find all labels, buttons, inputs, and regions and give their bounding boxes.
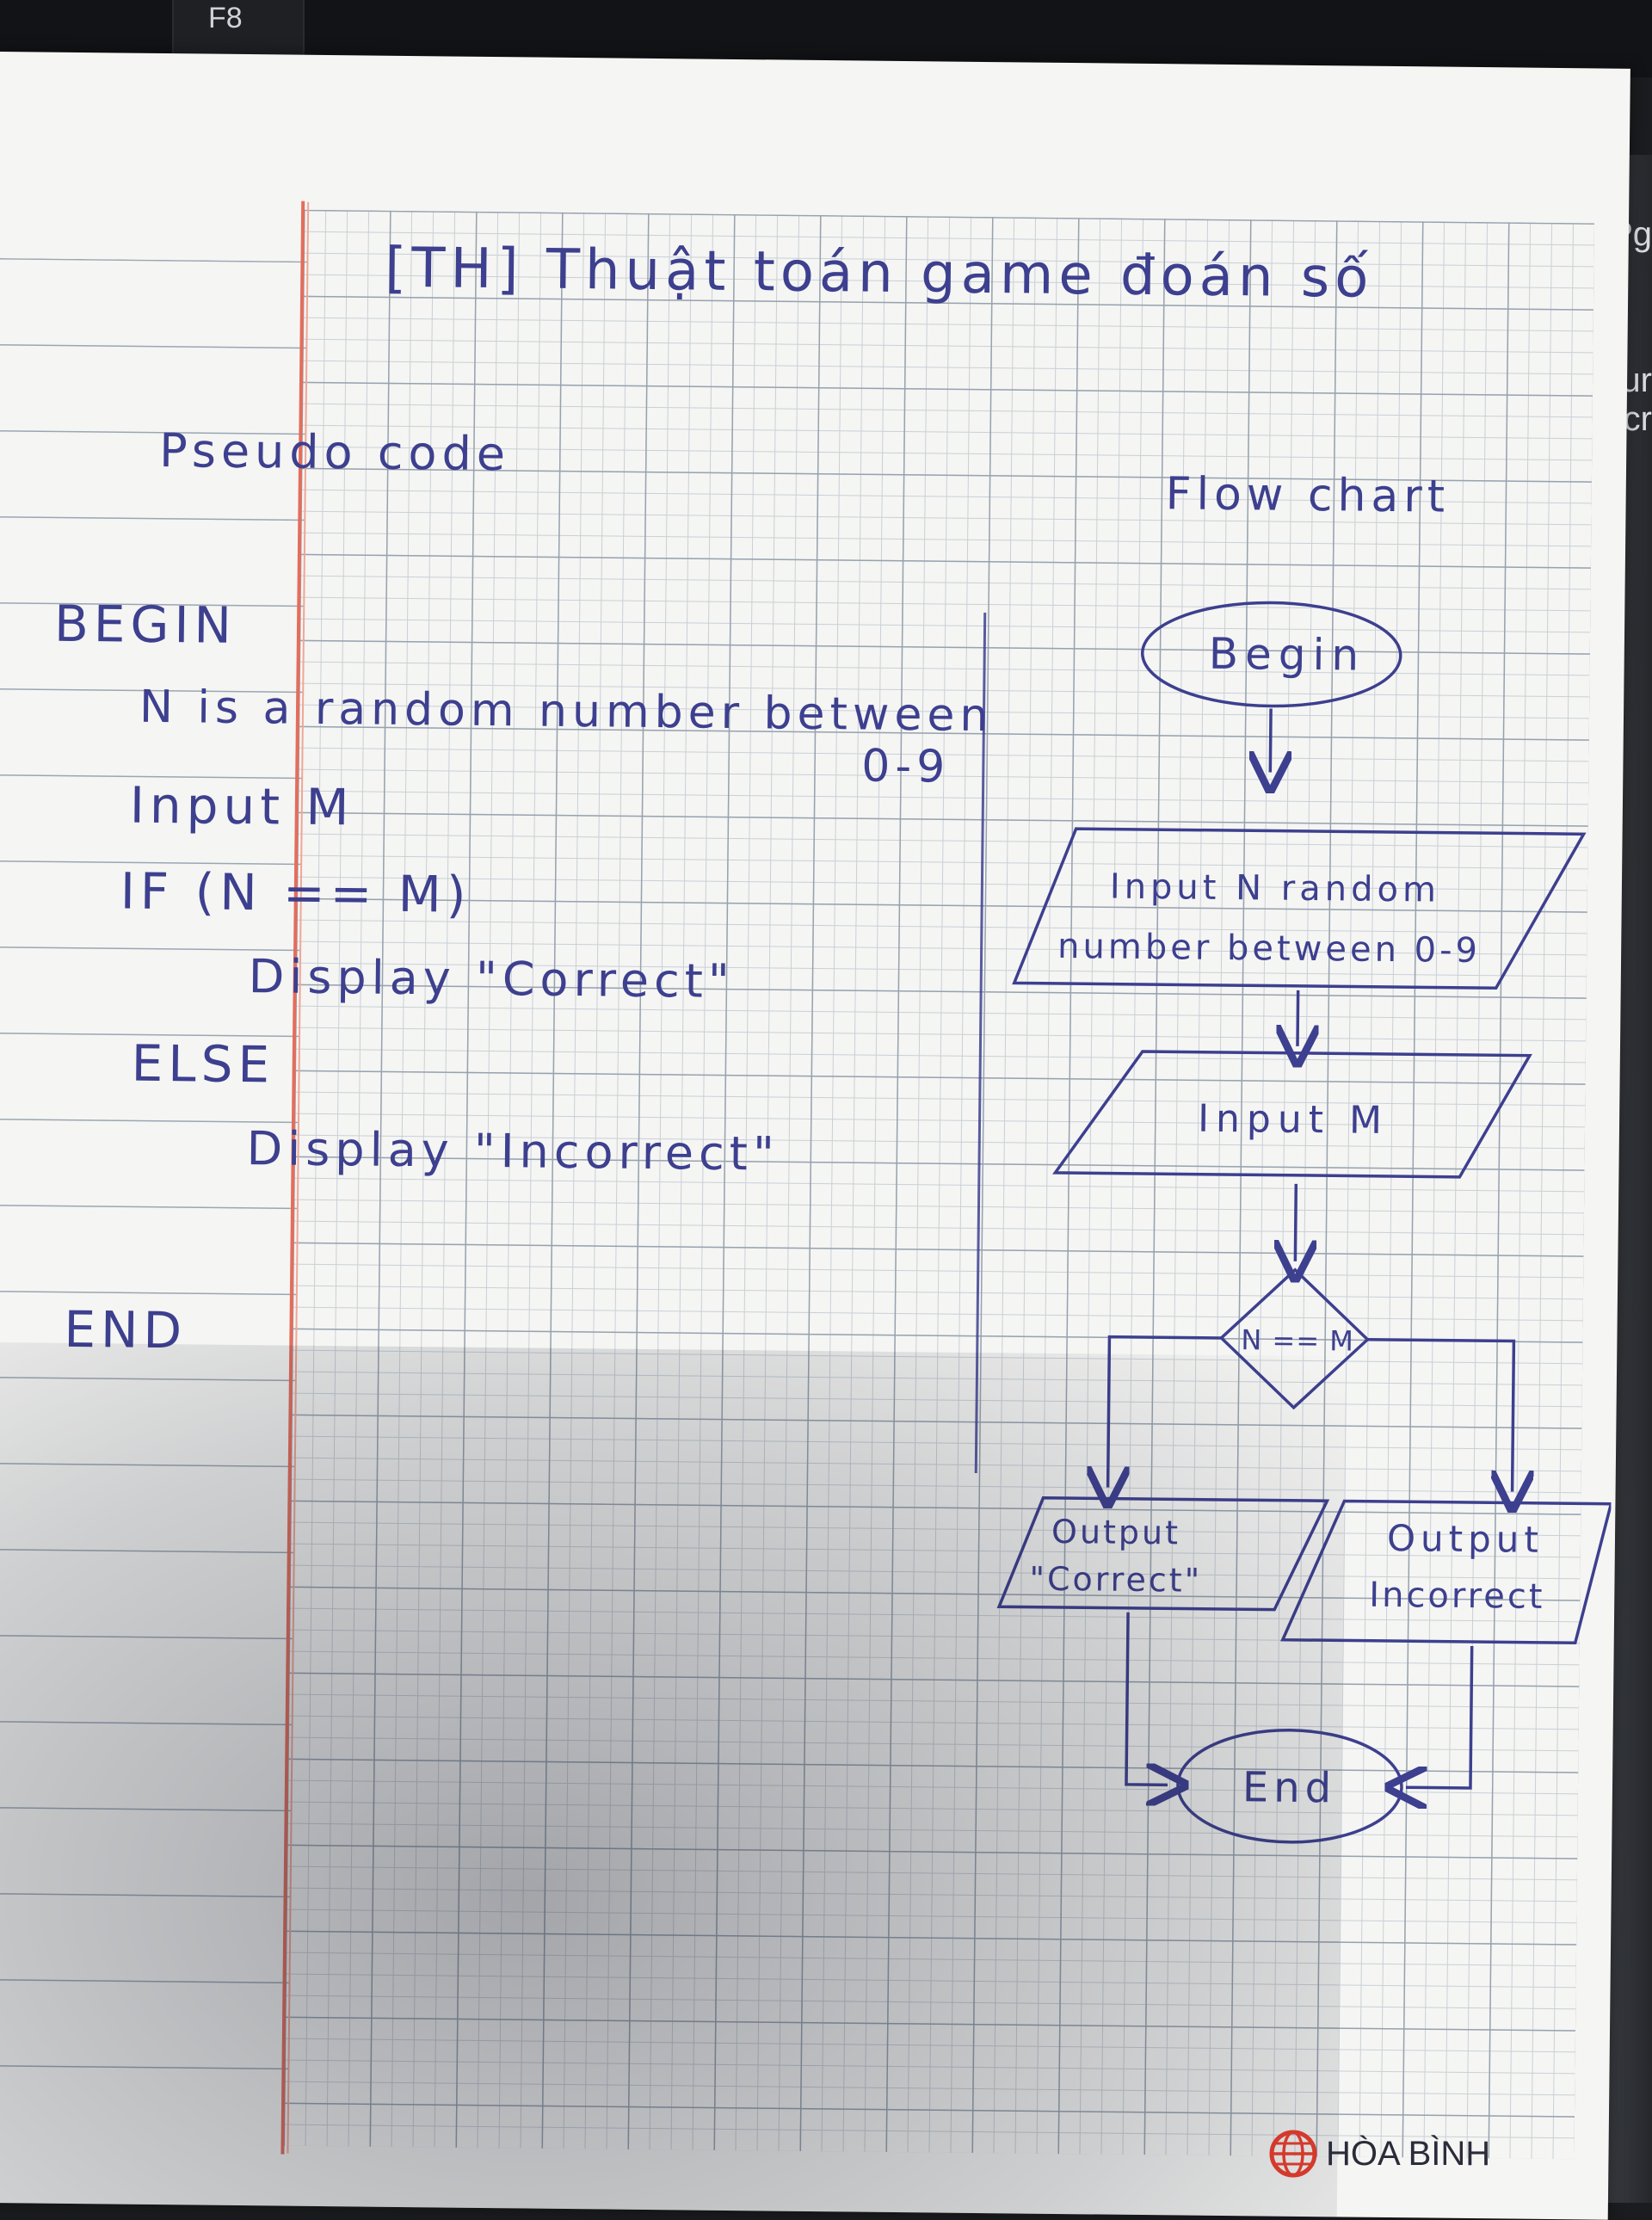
pseudo-line-display-incorrect: Display "Incorrect" [246,1121,780,1181]
notebook-page: [TH] Thuật toán game đoán số Pseudo code… [0,52,1630,2220]
pseudo-line-random: N is a random number between [139,681,994,743]
page-title: [TH] Thuật toán game đoán số [385,236,1374,311]
flowchart-heading: Flow chart [1165,468,1451,523]
pseudo-line-else: ELSE [131,1033,275,1095]
arrow-decision-right [1367,1337,1514,1492]
arrow-correct-to-end [1125,1612,1169,1785]
flow-output-left-line2: "Correct" [1029,1560,1202,1600]
ruled-lines [0,257,308,2146]
pseudo-line-display-correct: Display "Correct" [248,949,736,1008]
flow-output-right-line1: Output [1387,1517,1544,1561]
output-incorrect-parallelogram [1280,1499,1613,1645]
brand-logo: HÒA BÌNH [1269,2130,1490,2178]
pseudo-line-end: END [64,1299,188,1360]
flowchart-diagram: Begin Input N random number between 0-9 … [996,601,1613,1844]
flow-input1-line1: Input N random [1110,867,1441,910]
flow-begin-label: Begin [1208,629,1365,681]
pseudo-line-input: Input M [129,775,354,837]
flow-input2-label: Input M [1198,1097,1389,1143]
arrow-decision-left [1108,1335,1222,1489]
flow-input1-line2: number between 0-9 [1057,927,1481,971]
pseudocode-heading: Pseudo code [158,422,511,482]
output-correct-parallelogram [996,1496,1330,1612]
brand-name: HÒA BÌNH [1326,2134,1491,2173]
arrow-input2-to-decision [1295,1183,1296,1261]
decision-diamond [1218,1267,1370,1410]
edge-text-3: cr [1623,400,1652,438]
arrow-incorrect-to-end [1406,1645,1474,1788]
f8-key-label: F8 [208,2,243,34]
arrow-begin-to-input1 [1270,708,1271,773]
flow-decision-label: N == M [1241,1323,1354,1357]
flow-output-left-line1: Output [1051,1513,1180,1552]
input2-parallelogram [1052,1050,1532,1179]
input1-parallelogram [1012,827,1587,990]
flow-output-right-line2: Incorrect [1369,1576,1545,1617]
flow-end-label: End [1242,1763,1337,1812]
end-terminator [1176,1729,1403,1844]
globe-icon [1269,2130,1317,2178]
begin-terminator [1141,601,1402,708]
pseudo-line-range: 0-9 [861,740,951,793]
pseudo-line-if: IF (N == M) [120,861,472,924]
pseudo-line-begin: BEGIN [53,594,237,655]
